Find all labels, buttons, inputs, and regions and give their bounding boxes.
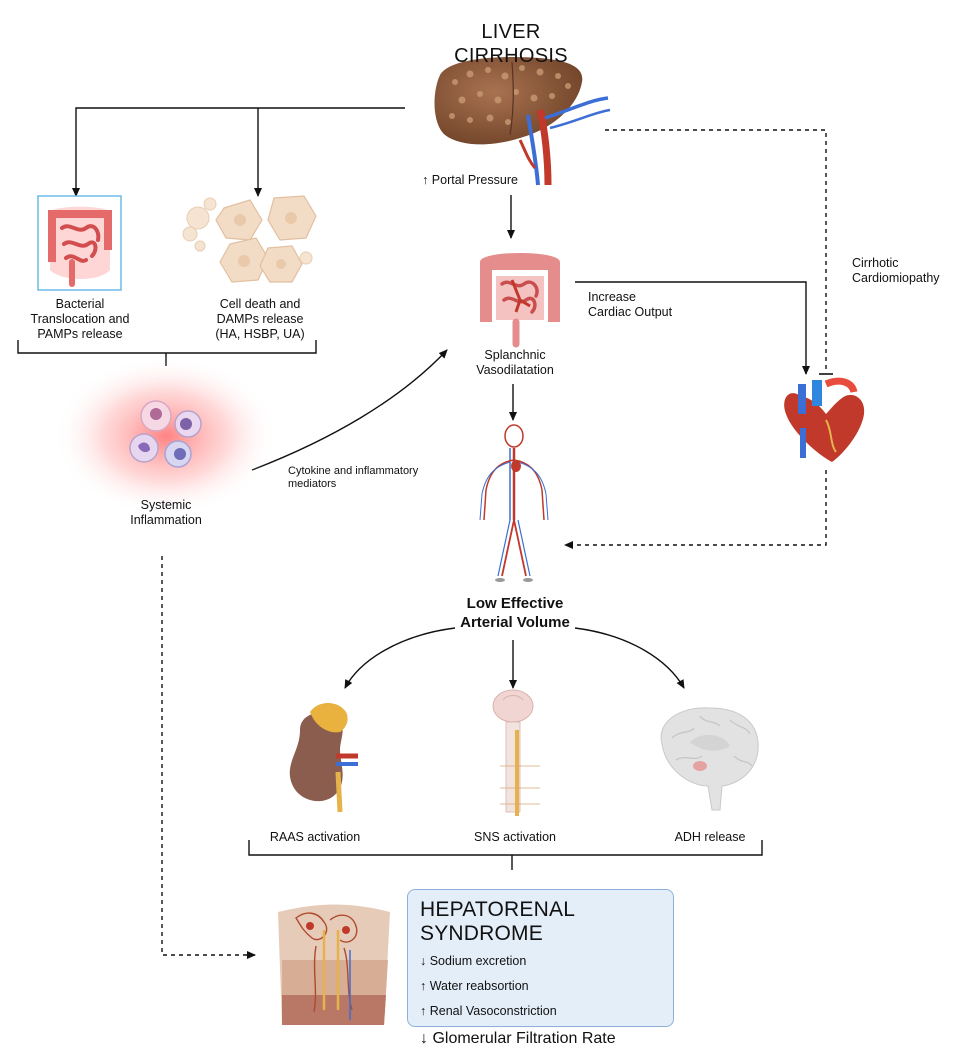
damaged-cells-icon <box>182 195 317 283</box>
hrs-item-sodium: ↓ Sodium excretion <box>420 954 527 968</box>
kidney-icon <box>289 703 358 813</box>
adh-release-label: ADH release <box>674 830 746 844</box>
heart-icon <box>784 377 865 462</box>
intestine-icon <box>37 195 122 291</box>
liver-icon <box>434 56 611 186</box>
inflammation-glow <box>54 356 278 516</box>
raas-activation-label: RAAS activation <box>269 830 361 844</box>
brain-icon <box>660 707 759 811</box>
hepatorenal-syndrome-box: HEPATORENAL SYNDROME ↓ Sodium excretion … <box>407 889 674 1047</box>
hrs-title: HEPATORENAL SYNDROME <box>420 898 575 945</box>
sns-activation-label: SNS activation <box>474 830 556 844</box>
splanchnic-intestine-icon <box>480 253 560 348</box>
nephron-icon <box>278 904 390 1025</box>
diagram-title: LIVER CIRRHOSIS <box>454 21 568 67</box>
connectors <box>17 107 810 870</box>
dashed-connectors <box>161 129 827 959</box>
portal-pressure-label: ↑ Portal Pressure <box>422 173 518 187</box>
hrs-item-gfr: ↓ Glomerular Filtration Rate <box>420 1030 616 1047</box>
hrs-item-water: ↑ Water reabsortion <box>420 979 529 993</box>
hrs-item-vasoconstriction: ↑ Renal Vasoconstriction <box>420 1004 557 1018</box>
circulatory-system-icon <box>479 424 549 582</box>
spinal-cord-icon <box>492 689 540 816</box>
immune-cells-icon <box>129 400 202 468</box>
